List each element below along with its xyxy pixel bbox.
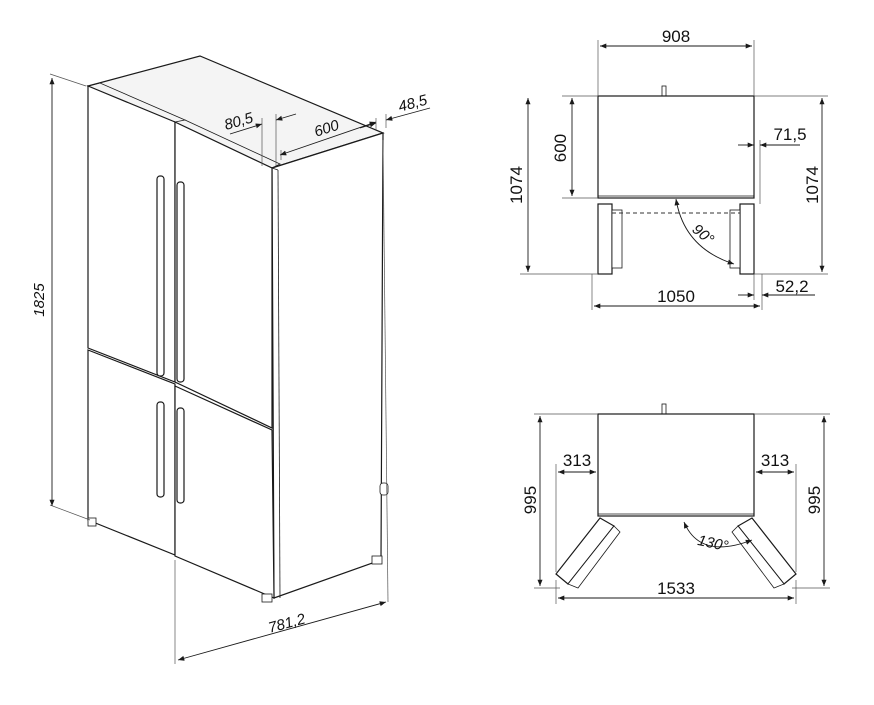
right-door-open-90	[739, 203, 755, 275]
depth-600-label: 600	[551, 134, 570, 162]
fridge-perspective: 1825 781,2 600 80,5 48,5	[31, 55, 431, 664]
total-depth-left-label: 1074	[507, 166, 526, 204]
handle-offset-label: 52,2	[775, 277, 808, 296]
clearance-313-right-label: 313	[761, 451, 789, 470]
cabinet-plan-130	[597, 413, 755, 517]
top-offset-label: 48,5	[397, 91, 430, 115]
angle-130-label: 130°	[696, 532, 730, 555]
depth-995-left-label: 995	[521, 486, 540, 514]
upper-handle-right	[176, 181, 185, 383]
lower-handle-right	[176, 407, 185, 504]
left-door-open-90	[597, 203, 613, 275]
open-width-1533-label: 1533	[657, 579, 695, 598]
clearance-71-5-label: 71,5	[773, 125, 806, 144]
width-label: 781,2	[267, 610, 308, 636]
upper-handle-left	[156, 175, 165, 377]
width-908-label: 908	[662, 27, 690, 46]
lower-handle-left	[156, 401, 165, 498]
plan-view-130: 130° 995 995 313 313 1533	[521, 403, 830, 604]
total-depth-right-label: 1074	[803, 166, 822, 204]
cabinet-plan-90	[597, 95, 755, 199]
clearance-313-left-label: 313	[563, 451, 591, 470]
angle-90-label: 90°	[689, 221, 717, 249]
lower-right-drawer	[174, 385, 275, 599]
open-width-1050-label: 1050	[657, 287, 695, 306]
plan-view-90: 90° 908 600 1074 1074 71,5 1050	[507, 27, 828, 310]
fridge-right-side	[271, 132, 384, 599]
upper-right-door	[174, 121, 273, 429]
depth-995-right-label: 995	[805, 486, 824, 514]
height-label: 1825	[31, 283, 48, 317]
